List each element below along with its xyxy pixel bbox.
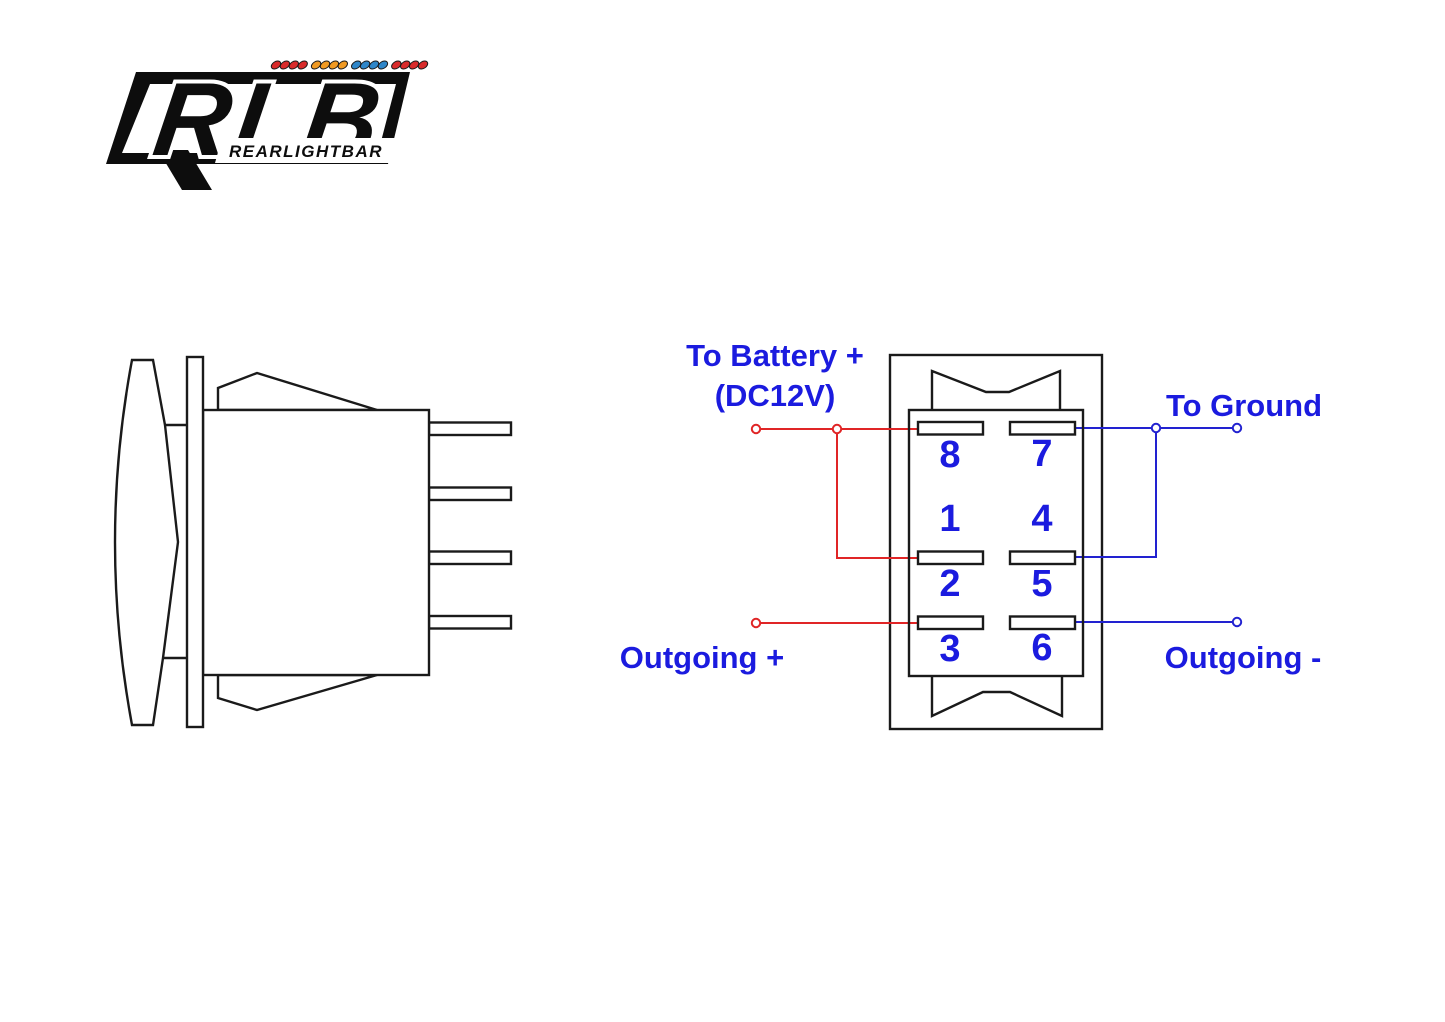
- logo-dot: [279, 60, 291, 70]
- logo-dot: [319, 60, 331, 70]
- battery-end-node: [750, 423, 762, 435]
- side-view-bottom-clip: [216, 673, 378, 712]
- switch-back-view: 8 7 1 4 2 5 3 6: [750, 353, 1243, 731]
- side-view-top-clip: [216, 371, 378, 412]
- logo-r-tail: [158, 150, 212, 190]
- battery-junction-node: [831, 423, 843, 435]
- logo-dot: [400, 60, 411, 70]
- logo-dot: [310, 60, 322, 70]
- battery-label: To Battery + (DC12V): [640, 336, 910, 416]
- back-view-bottom-latch: [930, 676, 1064, 718]
- ground-end-node: [1231, 422, 1243, 434]
- terminal-5: [1008, 550, 1077, 566]
- terminal-8: [916, 420, 985, 436]
- outgoing-negative-label: Outgoing -: [1164, 640, 1322, 675]
- logo-dot: [377, 60, 389, 70]
- pin-number-2: 2: [939, 563, 960, 605]
- logo-dot: [359, 60, 371, 70]
- side-view-body: [201, 408, 431, 677]
- back-view-outer-housing: [888, 353, 1104, 731]
- logo-band: [215, 138, 396, 163]
- pin-number-7: 7: [1031, 433, 1052, 475]
- logo-dots: [270, 60, 429, 70]
- brand-logo: RLB REARLIGHTBAR: [106, 57, 429, 190]
- side-view-rocker-lens: [113, 358, 180, 727]
- side-view-pin-4: [427, 614, 513, 630]
- battery-branch-wire: [836, 429, 918, 559]
- logo-dot: [408, 60, 420, 70]
- terminal-7: [1008, 420, 1077, 436]
- pin-number-8: 8: [939, 434, 960, 476]
- pin-number-1: 1: [939, 498, 960, 540]
- battery-label-line1: To Battery +: [686, 338, 864, 373]
- outgoing-positive-label: Outgoing +: [619, 640, 785, 675]
- side-view-flange: [185, 355, 205, 729]
- logo-dot: [328, 60, 340, 70]
- side-view-pin-2: [427, 486, 513, 502]
- pin-number-6: 6: [1031, 627, 1052, 669]
- outgoing-positive-node: [750, 617, 762, 629]
- logo-dot: [417, 60, 429, 70]
- outgoing-negative-node: [1231, 616, 1243, 628]
- logo-subtitle-text: REARLIGHTBAR: [229, 142, 383, 161]
- positive-wires: [750, 423, 918, 629]
- side-view-pin-1: [427, 421, 513, 437]
- logo-dot: [288, 60, 299, 70]
- ground-branch-wire: [1075, 428, 1157, 558]
- logo-dot: [391, 60, 402, 70]
- logo-dot: [297, 60, 308, 70]
- pin-number-5: 5: [1031, 563, 1052, 605]
- negative-wires: [1075, 422, 1243, 628]
- terminal-2: [916, 550, 985, 566]
- pin-number-4: 4: [1031, 498, 1052, 540]
- logo-dot: [337, 60, 348, 70]
- logo-dot: [270, 60, 282, 70]
- back-view-inner-face: [907, 408, 1085, 678]
- logo-dot: [368, 60, 380, 70]
- side-view-pin-3: [427, 550, 513, 566]
- pin-number-3: 3: [939, 628, 960, 670]
- logo-dot: [351, 60, 362, 70]
- terminal-6: [1008, 615, 1077, 631]
- battery-label-line2: (DC12V): [714, 378, 836, 413]
- ground-junction-node: [1150, 422, 1162, 434]
- pin-numbers: 8 7 1 4 2 5 3 6: [939, 433, 1052, 670]
- ground-label: To Ground: [1165, 388, 1323, 423]
- back-view-top-latch: [930, 369, 1062, 410]
- terminal-3: [916, 615, 985, 631]
- switch-side-view: [113, 355, 513, 729]
